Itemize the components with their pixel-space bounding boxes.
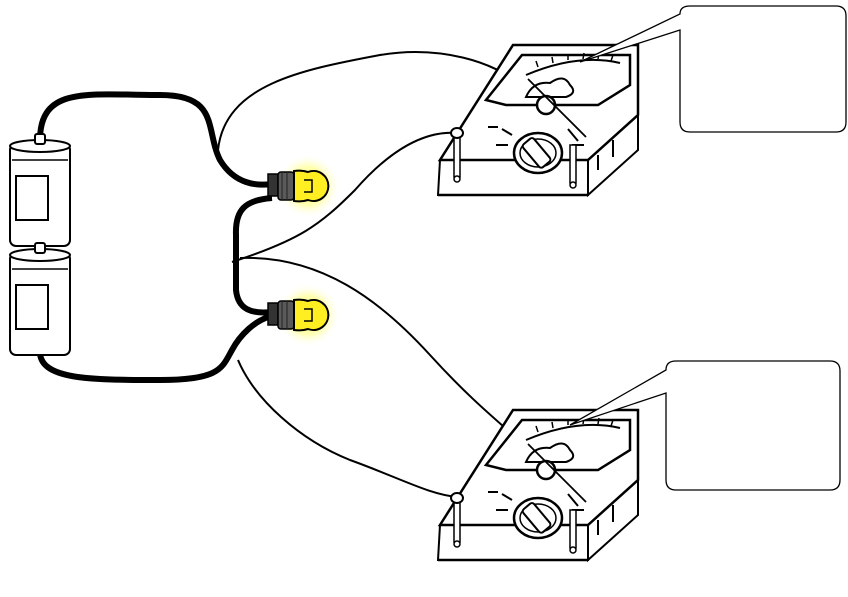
callout-bottom — [569, 360, 841, 491]
cable-battery-top — [37, 91, 273, 188]
meter-top — [436, 43, 640, 197]
meter-bottom — [436, 408, 640, 562]
bulb-bottom — [267, 282, 341, 348]
wires — [37, 51, 549, 498]
battery-top — [9, 133, 71, 247]
battery-bottom — [9, 242, 71, 356]
cable-bulbs-junction — [232, 195, 273, 316]
callout-top — [579, 5, 847, 133]
cable-battery-bottom — [37, 313, 273, 384]
bulb-top — [267, 153, 341, 219]
lead-meter-top-b — [231, 131, 459, 263]
lead-meter-bottom-b — [237, 359, 459, 498]
